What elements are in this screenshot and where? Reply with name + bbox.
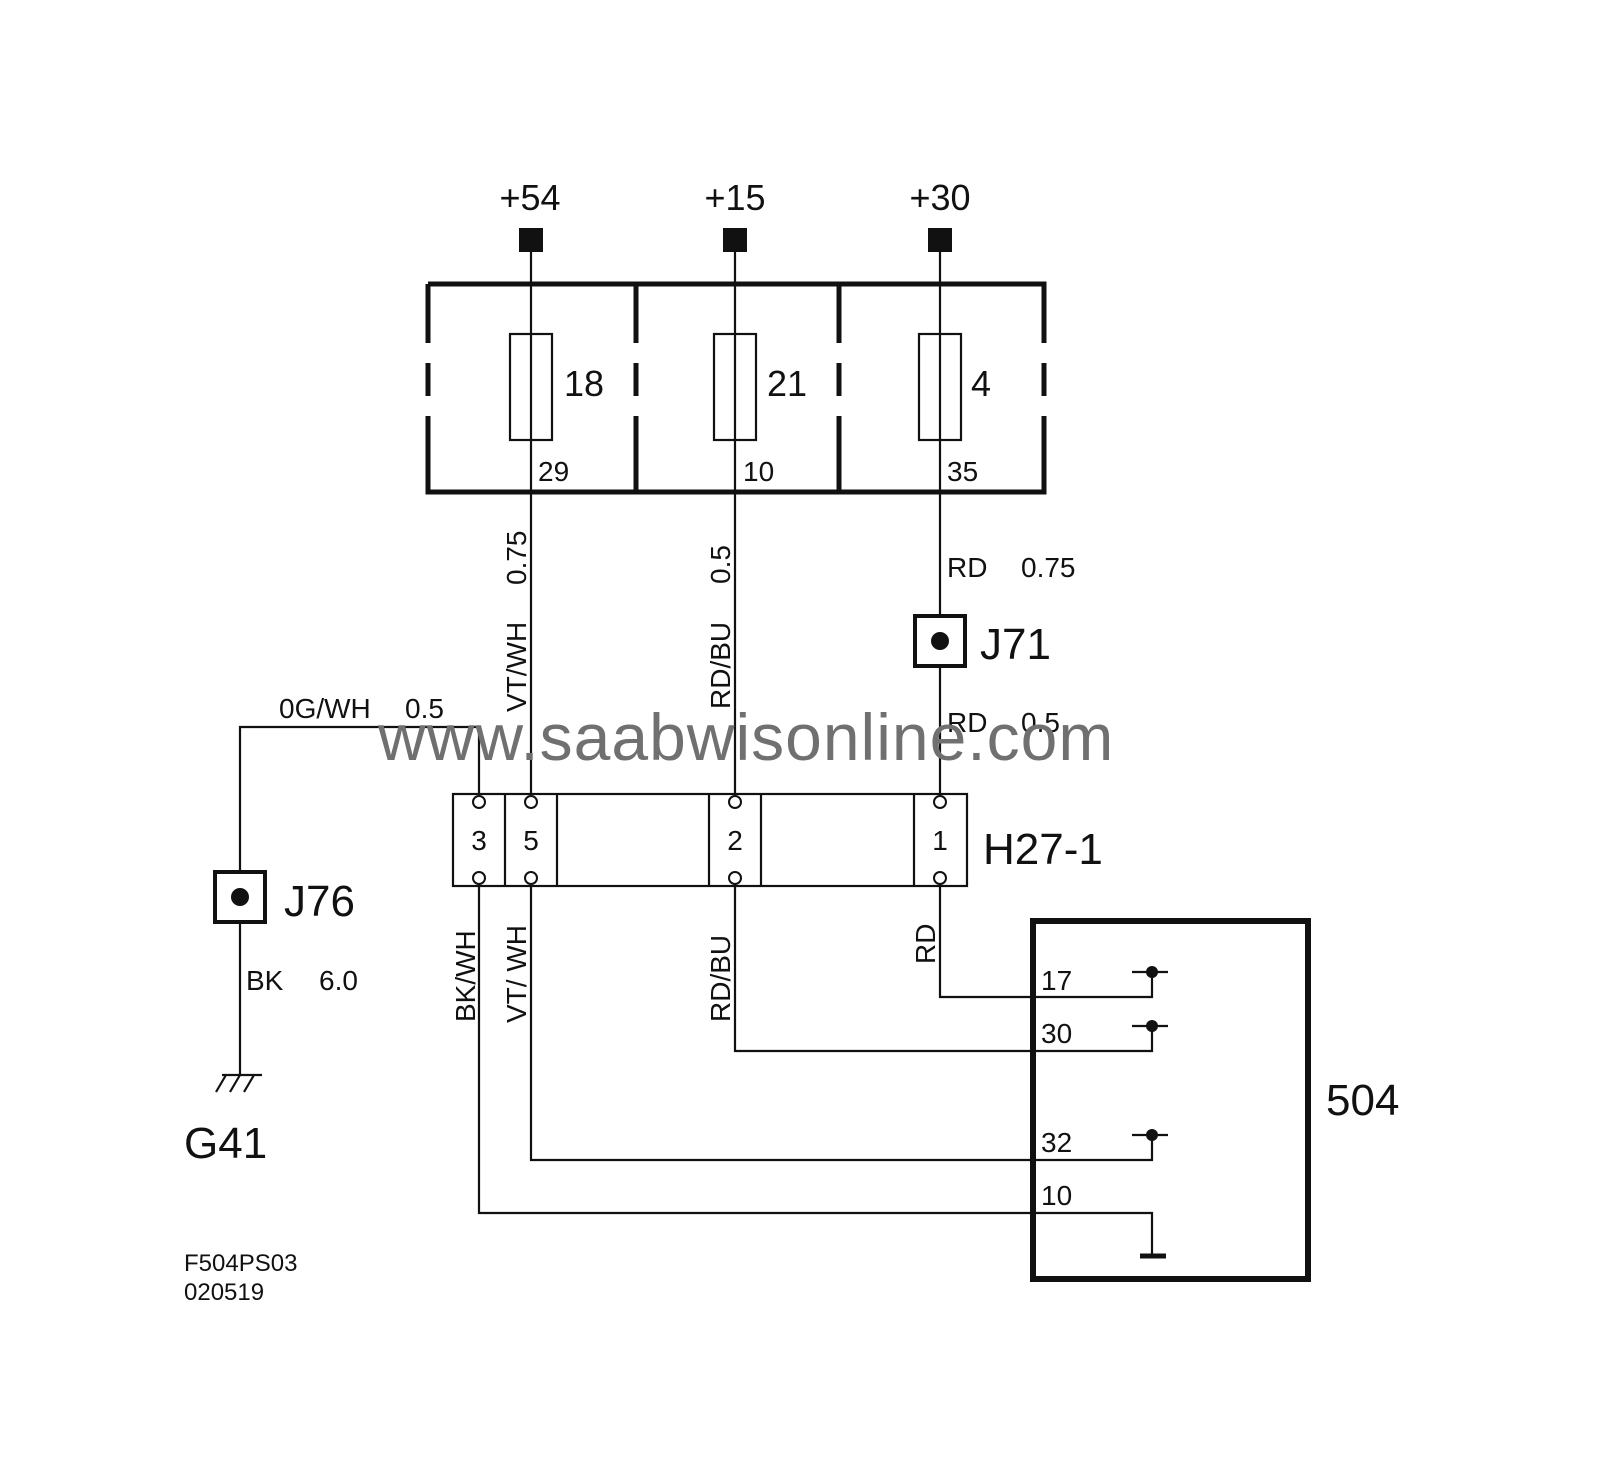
connector-pin-3: 3 <box>471 825 487 856</box>
fuse-number-21: 21 <box>767 363 807 404</box>
ground-symbol <box>215 1073 262 1093</box>
watermark: www.saabwisonline.com <box>377 700 1114 774</box>
wire-size-rdbu: 0.5 <box>705 545 736 584</box>
component-label-504: 504 <box>1326 1076 1399 1125</box>
footer-code: F504PS03 <box>184 1250 297 1277</box>
supply-label-30: +30 <box>909 177 970 218</box>
connector-pin-5: 5 <box>523 825 539 856</box>
wire-size-rd-upper: 0.75 <box>1021 552 1076 583</box>
connector-pin-2: 2 <box>727 825 743 856</box>
splice-label-j71: J71 <box>980 620 1051 669</box>
wire-size-ogwh: 0.5 <box>405 693 444 724</box>
component-pin-32: 32 <box>1041 1127 1072 1158</box>
connector-h27-1: 3 5 2 1 H27-1 <box>451 792 1103 888</box>
wire-labels: VT/WH 0.75 RD/BU 0.5 RD 0.75 RD 0.5 0G/W… <box>246 531 1076 1024</box>
ground-label-g41: G41 <box>184 1119 267 1168</box>
wire-label-rd-lower: RD <box>947 707 987 738</box>
connector-label: H27-1 <box>983 825 1103 874</box>
wire-label-bk: BK <box>246 965 284 996</box>
connector-pin-1: 1 <box>932 825 948 856</box>
wire-size-rd-lower: 0.5 <box>1021 707 1060 738</box>
wire-label-rdbu-lower: RD/BU <box>705 935 736 1022</box>
wire-label-bkwh: BK/WH <box>450 930 481 1022</box>
fuse-pin-10: 10 <box>743 456 774 487</box>
fuse-pin-29: 29 <box>538 456 569 487</box>
component-wires <box>477 884 1154 1255</box>
wire-label-rd-upper: RD <box>947 552 987 583</box>
component-pin-30: 30 <box>1041 1018 1072 1049</box>
wire-label-rd-lower2: RD <box>910 924 941 964</box>
fuse-number-18: 18 <box>564 363 604 404</box>
wire-size-vtwh: 0.75 <box>501 531 532 586</box>
wire-size-bk: 6.0 <box>319 965 358 996</box>
wire-label-vtwh: VT/WH <box>501 622 532 712</box>
supply-label-15: +15 <box>704 177 765 218</box>
splice-j71: J71 <box>913 614 1051 669</box>
component-pin-10: 10 <box>1041 1180 1072 1211</box>
ground-branch: J76 G41 <box>184 725 481 1168</box>
wire-label-rdbu: RD/BU <box>705 622 736 709</box>
fuse-number-4: 4 <box>971 363 991 404</box>
footer-date: 020519 <box>184 1279 264 1306</box>
component-504: 17 30 32 10 504 <box>1030 918 1399 1282</box>
fuse-pin-35: 35 <box>947 456 978 487</box>
wire-label-vtwh-lower: VT/ WH <box>501 925 532 1023</box>
supply-wires <box>529 240 942 798</box>
wire-label-ogwh: 0G/WH <box>279 693 371 724</box>
supply-label-54: +54 <box>499 177 560 218</box>
splice-label-j76: J76 <box>284 877 355 926</box>
component-pin-17: 17 <box>1041 965 1072 996</box>
